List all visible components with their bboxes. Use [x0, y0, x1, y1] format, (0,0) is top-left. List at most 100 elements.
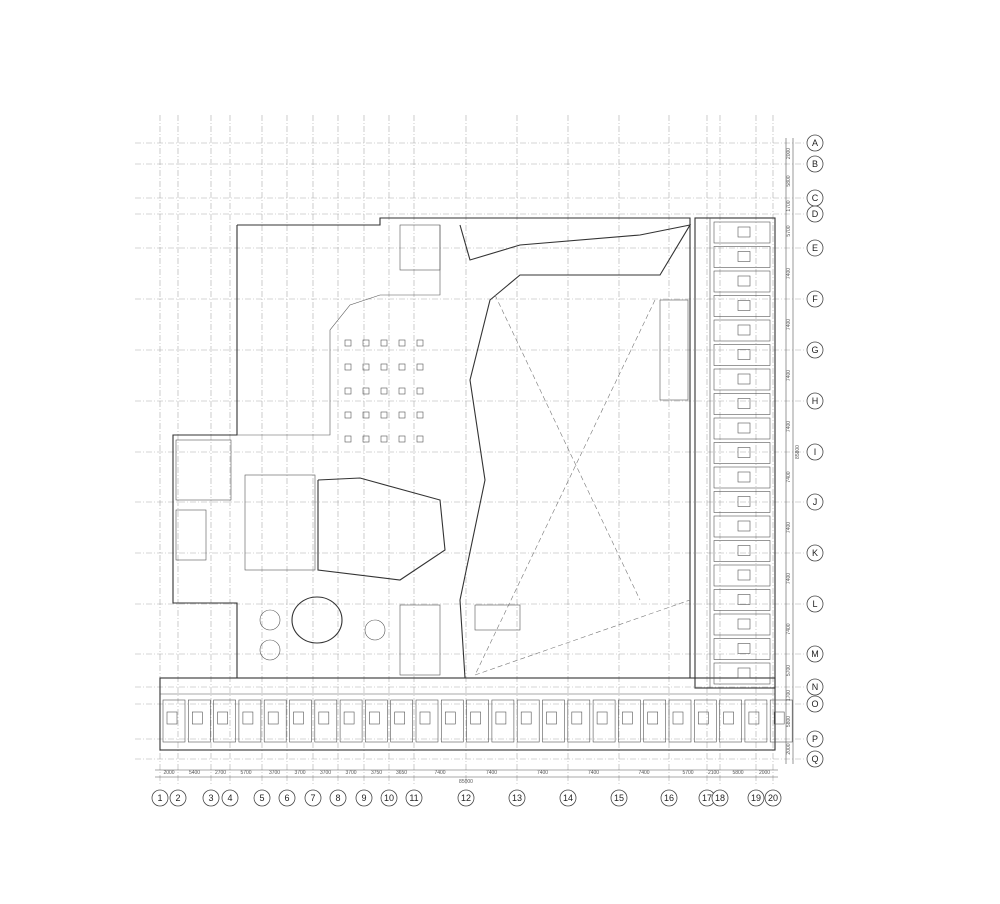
- column-bubble: [764, 789, 782, 807]
- row-spacing: 7400: [786, 471, 792, 482]
- guest-room: [744, 699, 768, 743]
- guest-room: [643, 699, 667, 743]
- bed-icon: [571, 711, 583, 725]
- column-label: 10: [384, 793, 394, 803]
- guest-room: [440, 699, 464, 743]
- row-spacing: 7400: [786, 421, 792, 432]
- bed-icon: [192, 711, 203, 725]
- column-spacing: 5700: [682, 770, 693, 776]
- guest-room: [238, 699, 262, 743]
- row-bubble: [806, 290, 824, 308]
- bed-icon: [737, 471, 751, 483]
- column-spacing: 5400: [189, 770, 200, 776]
- bed-icon: [737, 398, 751, 409]
- row-label: H: [812, 396, 819, 406]
- furniture-icon: [416, 435, 424, 443]
- spa-tub: [364, 619, 386, 641]
- row-label: O: [811, 699, 818, 709]
- bed-icon: [546, 711, 557, 725]
- gym-wall: [317, 477, 446, 581]
- column-spacing: 3750: [371, 770, 382, 776]
- bed-icon: [166, 711, 178, 725]
- column-spacing: 7400: [434, 770, 445, 776]
- bed-icon: [444, 711, 456, 725]
- bed-icon: [520, 711, 532, 725]
- bed-icon: [737, 226, 751, 238]
- row-label: K: [812, 548, 818, 558]
- column-label: 12: [461, 793, 471, 803]
- column-spacing: 3700: [294, 770, 305, 776]
- guest-room: [713, 344, 771, 366]
- column-label: 2: [175, 793, 180, 803]
- bed-icon: [737, 569, 751, 581]
- stair-core-top: [399, 224, 441, 271]
- furniture-icon: [398, 411, 406, 419]
- column-spacing: 3700: [345, 770, 356, 776]
- furniture-icon: [362, 411, 370, 419]
- row-bubble: [806, 239, 824, 257]
- row-bubble: [806, 678, 824, 696]
- row-bubble: [806, 493, 824, 511]
- column-total: 85000: [459, 779, 473, 785]
- column-spacing: 5700: [240, 770, 251, 776]
- main-block-wall: [172, 217, 691, 679]
- guest-room: [769, 699, 793, 743]
- column-spacing: 3700: [269, 770, 280, 776]
- bed-icon: [723, 711, 734, 725]
- furniture-icon: [344, 435, 352, 443]
- column-spacing: 5800: [732, 770, 743, 776]
- bed-icon: [343, 711, 355, 725]
- guest-room: [713, 368, 771, 391]
- guest-room: [713, 319, 771, 342]
- bed-icon: [217, 711, 228, 725]
- ramp-stair-lower: [474, 604, 521, 631]
- column-label: 3: [208, 793, 213, 803]
- column-bubble: [380, 789, 398, 807]
- guest-room: [618, 699, 641, 743]
- row-total: 85800: [795, 445, 801, 459]
- column-bubble: [747, 789, 765, 807]
- guest-room: [713, 295, 771, 317]
- guest-room: [713, 540, 771, 562]
- furniture-icon: [416, 411, 424, 419]
- furniture-icon: [362, 387, 370, 395]
- column-bubble: [221, 789, 239, 807]
- column-label: 15: [614, 793, 624, 803]
- row-bubble: [806, 595, 824, 613]
- guest-room: [365, 699, 388, 743]
- row-bubble: [806, 134, 824, 152]
- guest-room: [542, 699, 565, 743]
- column-bubble: [253, 789, 271, 807]
- furniture-icon: [416, 339, 424, 347]
- row-bubble: [806, 443, 824, 461]
- column-bubble: [559, 789, 577, 807]
- bed-icon: [737, 251, 751, 262]
- stair-core: [399, 604, 441, 676]
- column-spacing: 7400: [537, 770, 548, 776]
- row-spacing: 5800: [786, 716, 792, 727]
- guest-room: [713, 613, 771, 636]
- bed-icon: [622, 711, 633, 725]
- row-bubble: [806, 750, 824, 768]
- guest-room: [713, 662, 771, 685]
- row-label: Q: [811, 754, 818, 764]
- guest-room: [390, 699, 414, 743]
- column-label: 6: [284, 793, 289, 803]
- guest-room: [713, 638, 771, 660]
- row-label: J: [813, 497, 818, 507]
- furniture-icon: [344, 363, 352, 371]
- row-bubble: [806, 155, 824, 173]
- bed-icon: [470, 711, 481, 725]
- guest-room: [516, 699, 540, 743]
- guest-room: [263, 699, 287, 743]
- furniture-icon: [416, 387, 424, 395]
- grid-lines: [135, 115, 805, 785]
- guest-room: [719, 699, 742, 743]
- column-spacing: 2700: [215, 770, 226, 776]
- column-label: 1: [157, 793, 162, 803]
- bed-icon: [242, 711, 254, 725]
- guest-room: [466, 699, 489, 743]
- spa-tub: [259, 609, 281, 631]
